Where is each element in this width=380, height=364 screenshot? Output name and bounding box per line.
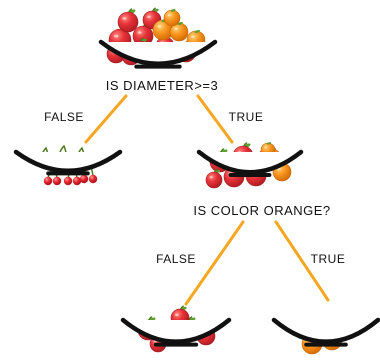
bowl-icon-cherries bbox=[16, 146, 120, 185]
tree-branches bbox=[86, 96, 328, 304]
branch-root-true bbox=[198, 96, 232, 142]
root-question-label: IS DIAMETER>=3 bbox=[106, 78, 218, 93]
branch-root-false bbox=[86, 96, 126, 142]
edge-label-second-false: FALSE bbox=[156, 252, 196, 266]
second-question-label: IS COLOR ORANGE? bbox=[193, 203, 330, 218]
orange-icon bbox=[164, 9, 180, 26]
edge-label-root-true: TRUE bbox=[229, 110, 264, 124]
bowl-icon-apples-and-oranges bbox=[199, 142, 301, 188]
edge-label-second-true: TRUE bbox=[311, 252, 346, 266]
bowl-icon-root-mixed-fruit bbox=[101, 8, 215, 67]
bowl-icon-oranges bbox=[274, 320, 378, 354]
edge-label-root-false: FALSE bbox=[44, 110, 84, 124]
bowl-icon-apples bbox=[123, 306, 229, 352]
apple-icon bbox=[118, 9, 138, 32]
